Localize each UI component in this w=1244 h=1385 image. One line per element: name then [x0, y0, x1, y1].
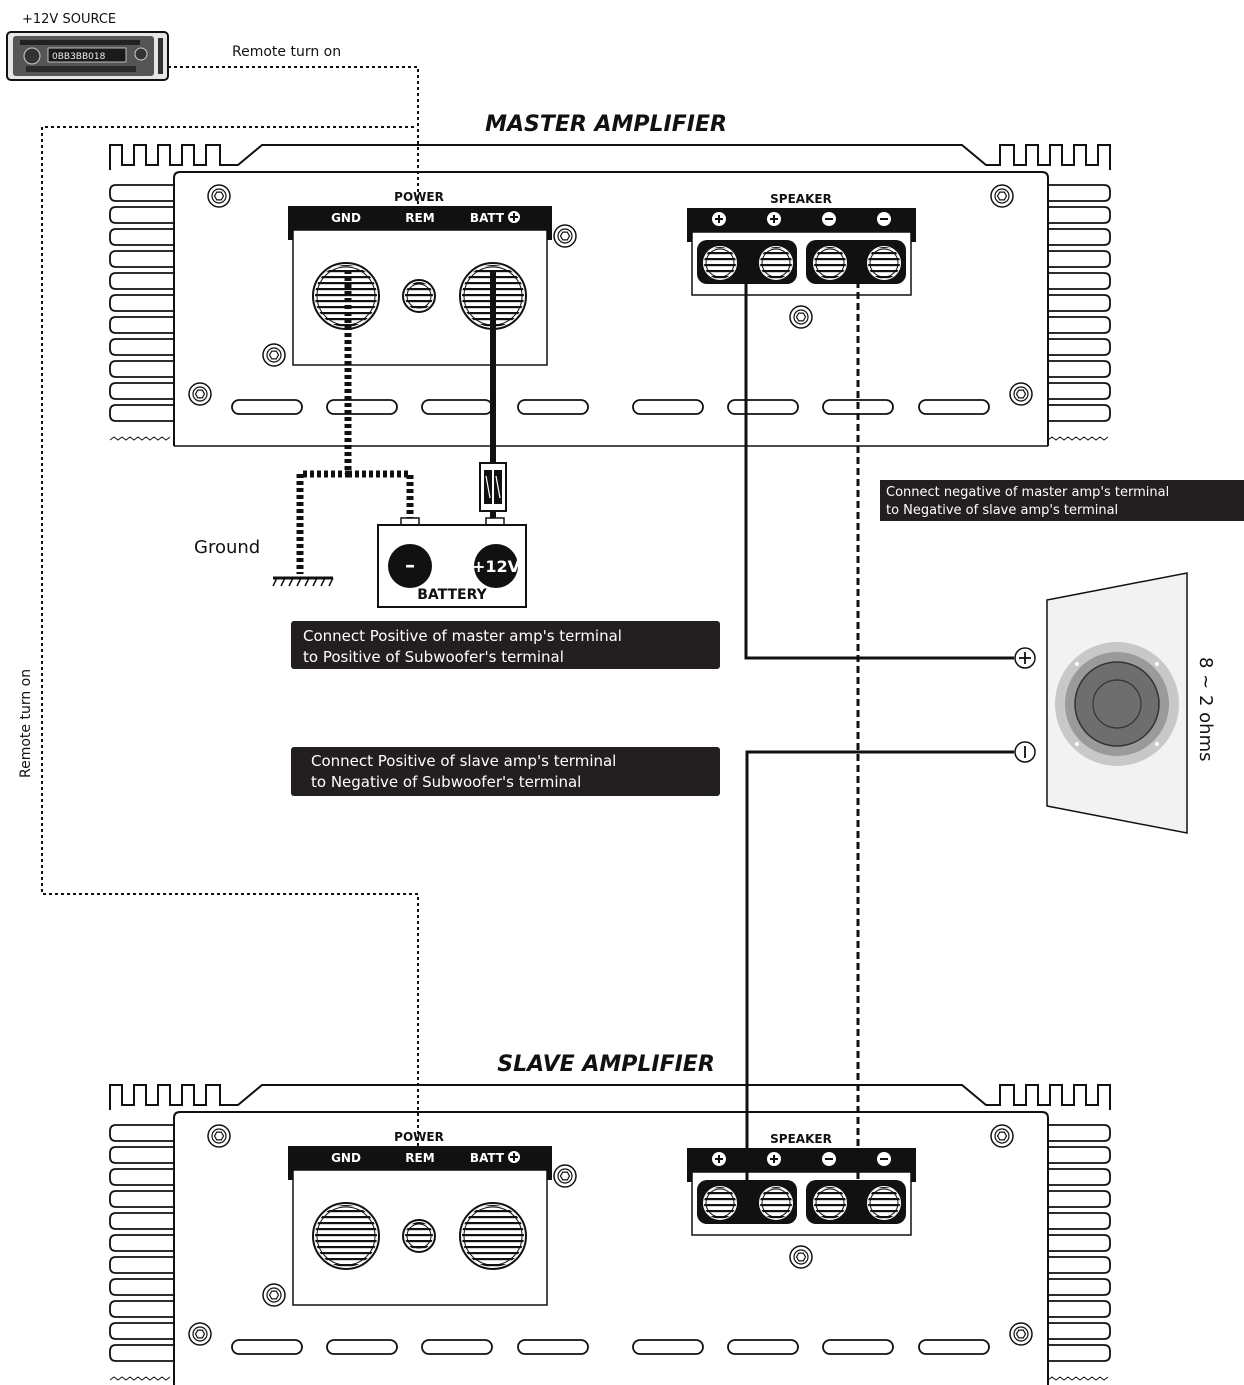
battery-neg-label: –	[405, 553, 415, 577]
master-rem-label: REM	[405, 211, 434, 225]
subwoofer-icon	[1046, 572, 1188, 834]
screw-icon	[789, 305, 813, 329]
battery-label: BATTERY	[417, 587, 487, 603]
impedance-label: 8 ~ 2 ohms	[1195, 657, 1216, 761]
slave-speaker-label: SPEAKER	[770, 1132, 832, 1146]
screw-icon	[990, 1124, 1014, 1148]
note-pos-to-pos: Connect Positive of master amp's termina…	[291, 621, 720, 669]
note-pos-to-neg: Connect Positive of slave amp's terminal…	[291, 747, 720, 796]
screw-icon	[188, 1322, 212, 1346]
speaker-terminal	[811, 1184, 849, 1222]
rem-terminal	[402, 279, 436, 313]
head-unit-icon: 0BB3BB018	[6, 31, 169, 81]
note-slave-line2: to Negative of Subwoofer's terminal	[311, 773, 581, 791]
master-amplifier: POWER GND REM BATT SPEAKER	[109, 144, 1111, 447]
note-neg-line2: to Negative of slave amp's terminal	[886, 503, 1118, 518]
speaker-terminal	[811, 244, 849, 282]
speaker-terminal	[865, 1184, 903, 1222]
vent-slot	[517, 399, 589, 415]
remote-label-side: Remote turn on	[18, 669, 34, 778]
slave-amplifier: POWER GND REM BATT SPEAKER	[109, 1084, 1111, 1385]
screw-icon	[1009, 1322, 1033, 1346]
remote-label-top: Remote turn on	[232, 44, 341, 60]
radio-display: 0BB3BB018	[52, 52, 106, 62]
vent-slot	[231, 1339, 303, 1355]
rem-terminal	[402, 1219, 436, 1253]
vent-slot	[326, 399, 398, 415]
slave-title: SLAVE AMPLIFIER	[497, 1052, 715, 1077]
slave-rem-label: REM	[405, 1151, 434, 1165]
screw-icon	[1009, 382, 1033, 406]
speaker-terminal	[865, 244, 903, 282]
ground-icon	[272, 576, 334, 587]
vent-slot	[632, 399, 704, 415]
vent-slot	[918, 399, 990, 415]
vent-slot	[727, 399, 799, 415]
vent-slot	[421, 1339, 493, 1355]
master-speaker-label: SPEAKER	[770, 192, 832, 206]
vent-slot	[632, 1339, 704, 1355]
fuse-icon	[479, 462, 507, 512]
speaker-terminal	[701, 244, 739, 282]
note-slave-line1: Connect Positive of slave amp's terminal	[311, 752, 616, 770]
vent-slot	[421, 399, 493, 415]
screw-icon	[553, 224, 577, 248]
slave-batt-label: BATT	[470, 1151, 505, 1165]
screw-icon	[207, 184, 231, 208]
speaker-terminal	[757, 244, 795, 282]
source-label: +12V SOURCE	[22, 12, 116, 27]
sub-plus-terminal	[1014, 647, 1036, 669]
vent-slot	[727, 1339, 799, 1355]
ground-label: Ground	[194, 537, 260, 558]
sub-minus-terminal	[1014, 741, 1036, 763]
gnd-terminal	[312, 1202, 380, 1270]
screw-icon	[262, 343, 286, 367]
vent-slot	[822, 1339, 894, 1355]
battery-pos-label: +12V	[472, 557, 521, 576]
master-title: MASTER AMPLIFIER	[485, 112, 727, 137]
speaker-terminal	[757, 1184, 795, 1222]
slave-power-label: POWER	[394, 1130, 444, 1144]
remote-wire-slave	[41, 126, 419, 1222]
gnd-terminal	[312, 262, 380, 330]
screw-icon	[789, 1245, 813, 1269]
master-batt-label: BATT	[470, 211, 505, 225]
master-gnd-label: GND	[331, 211, 361, 225]
master-power-label: POWER	[394, 190, 444, 204]
speaker-terminal	[701, 1184, 739, 1222]
screw-icon	[207, 1124, 231, 1148]
slave-gnd-label: GND	[331, 1151, 361, 1165]
battery-icon	[377, 517, 527, 608]
battery-negative-wire	[348, 470, 414, 520]
master-positive-to-sub-wire	[744, 270, 1014, 660]
note-pos-line2: to Positive of Subwoofer's terminal	[303, 648, 564, 666]
note-neg-to-neg: Connect negative of master amp's termina…	[880, 480, 1244, 521]
vent-slot	[918, 1339, 990, 1355]
screw-icon	[990, 184, 1014, 208]
screw-icon	[553, 1164, 577, 1188]
batt-terminal	[459, 1202, 527, 1270]
screw-icon	[188, 382, 212, 406]
note-neg-line1: Connect negative of master amp's termina…	[886, 485, 1169, 500]
vent-slot	[517, 1339, 589, 1355]
vent-slot	[326, 1339, 398, 1355]
ground-wire	[296, 270, 352, 574]
note-pos-line1: Connect Positive of master amp's termina…	[303, 627, 622, 645]
screw-icon	[262, 1283, 286, 1307]
slave-positive-to-sub-wire	[745, 750, 1014, 1212]
vent-slot	[231, 399, 303, 415]
